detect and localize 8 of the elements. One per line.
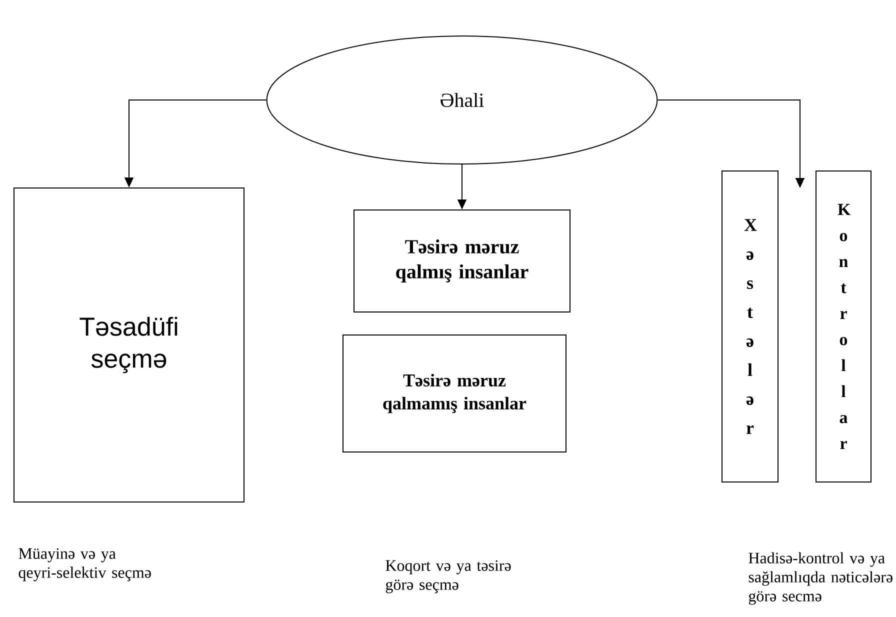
group-box: Təsirə məruz qalmış insanlar — [354, 210, 570, 312]
caption-text: Hadisə-kontrol və ya sağlamlıqda nəticələrə görə secmə — [748, 552, 892, 605]
column-box: Kontrollar — [816, 170, 872, 482]
caption-text: Müayinə və ya qeyri-selektiv seçmə — [18, 548, 151, 582]
sampling-box: Təsadüfi seçmə — [14, 188, 244, 502]
group-box: Təsirə məruz qalmamış insanlar — [342, 334, 566, 452]
caption-text: Koqort və ya təsirə görə seçmə — [386, 560, 511, 594]
column-box: Xəstələr — [722, 170, 778, 482]
